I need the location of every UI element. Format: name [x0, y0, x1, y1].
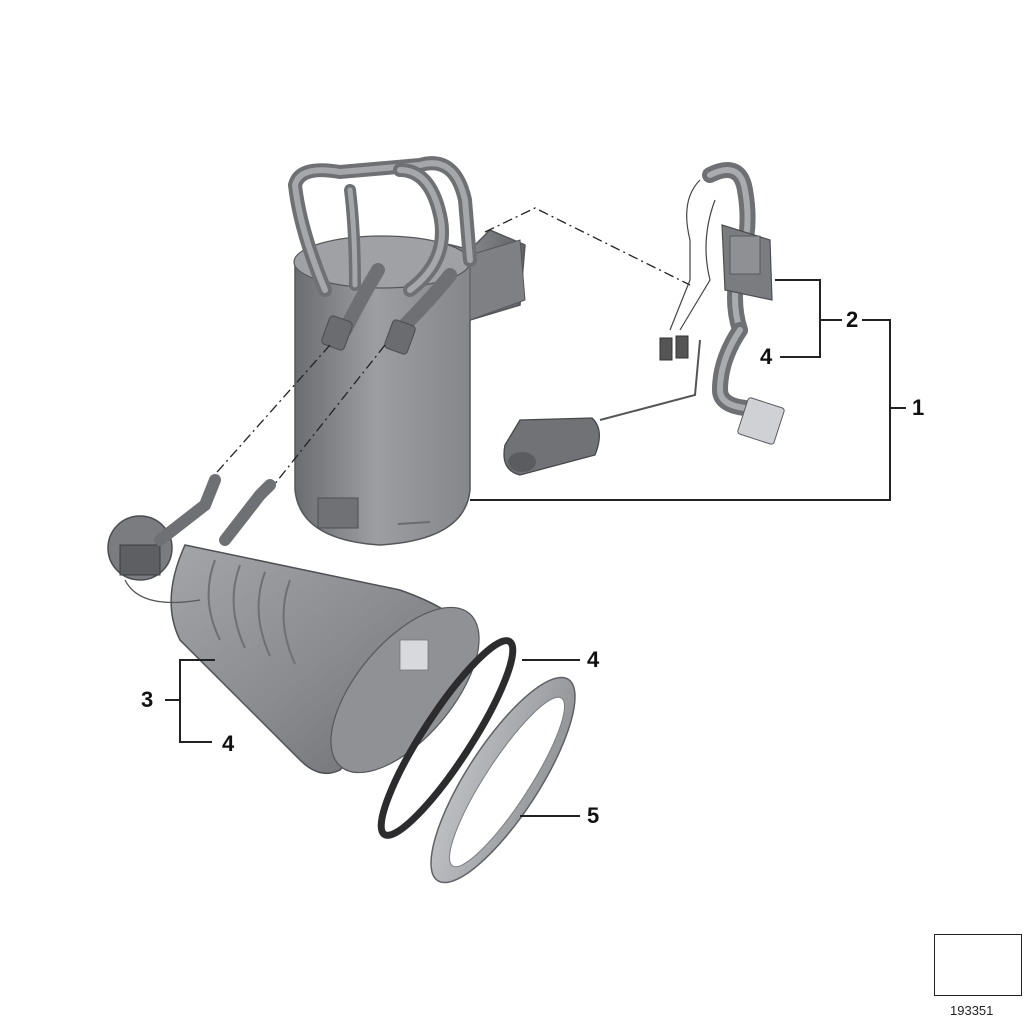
reference-number: 193351: [950, 1003, 994, 1018]
callout-4-ring: 4: [587, 647, 600, 672]
callout-2: 2: [846, 307, 859, 332]
reference-box: [934, 934, 1022, 996]
o-ring-seal: [377, 637, 517, 839]
callout-1: 1: [912, 395, 925, 420]
leader-lines: [165, 279, 906, 817]
callout-4-pump: 4: [222, 731, 235, 756]
callout-4-sensor: 4: [760, 344, 773, 369]
lock-ring: [430, 676, 576, 884]
callout-3: 3: [141, 687, 154, 712]
pump-housing: [293, 229, 526, 546]
level-sensor: [503, 162, 785, 476]
housing-connectors: [321, 315, 416, 355]
callout-5: 5: [587, 803, 600, 828]
assembly-lines: [209, 207, 691, 491]
pump-filter-unit: [107, 474, 480, 775]
